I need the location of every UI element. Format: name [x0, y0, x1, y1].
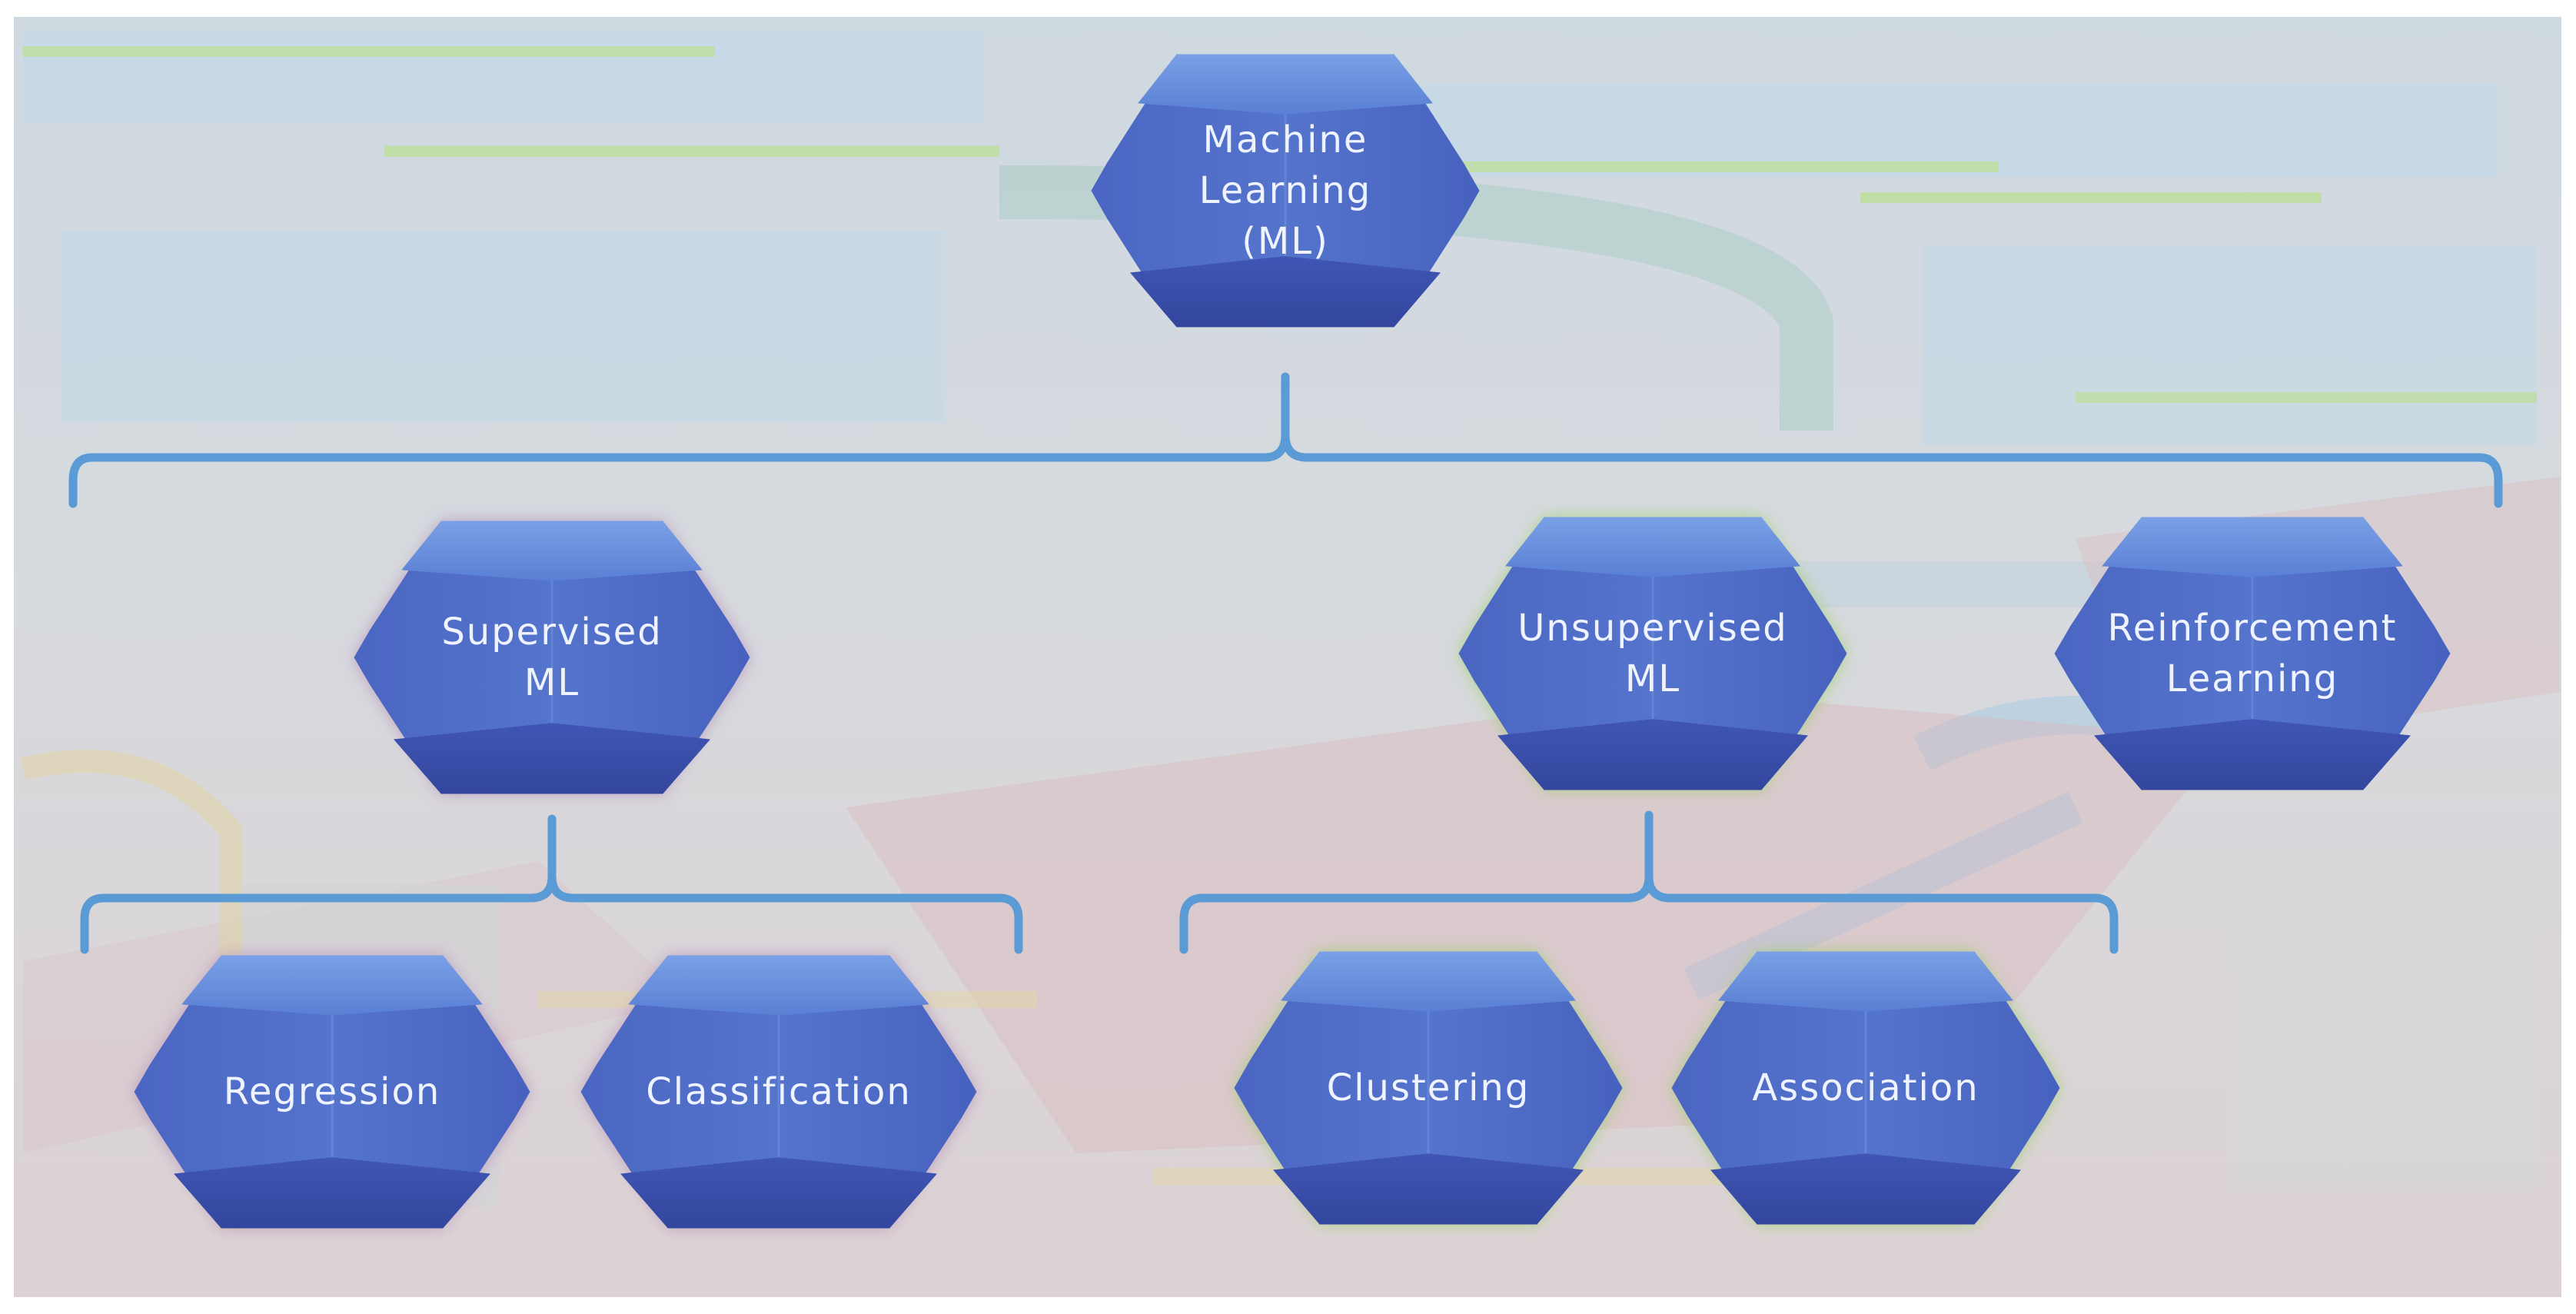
node-regression: Regression: [134, 955, 530, 1229]
gem-bottom-facet: [620, 1157, 937, 1229]
node-label-association: Association: [1752, 1066, 1979, 1109]
gem-top-facet: [181, 955, 483, 1016]
gem-bottom-facet: [2094, 719, 2411, 790]
node-label-supervised: Supervised: [441, 610, 662, 654]
node-label-reinforcement: Learning: [2166, 657, 2338, 700]
node-label-reinforcement: Reinforcement: [2108, 607, 2398, 650]
node-association: Association: [1671, 951, 2060, 1225]
node-label-unsupervised: ML: [1625, 657, 1680, 700]
node-classification: Classification: [580, 955, 977, 1229]
gem-bottom-facet: [1273, 1153, 1584, 1225]
gem-top-facet: [1718, 951, 2013, 1012]
node-label-unsupervised: Unsupervised: [1517, 607, 1787, 650]
gem-top-facet: [628, 955, 929, 1016]
gem-top-facet: [1505, 517, 1800, 577]
gem-bottom-facet: [1497, 719, 1808, 790]
node-label-root: Learning: [1199, 169, 1371, 212]
gem-top-facet: [1138, 54, 1433, 115]
gem-bottom-facet: [394, 723, 710, 794]
node-label-regression: Regression: [224, 1070, 441, 1113]
node-label-supervised: ML: [524, 661, 580, 704]
nodes-layer: MachineLearning(ML)SupervisedMLUnsupervi…: [134, 54, 2451, 1229]
node-label-classification: Classification: [646, 1070, 912, 1113]
node-label-clustering: Clustering: [1327, 1066, 1531, 1109]
gem-bottom-facet: [174, 1157, 490, 1229]
gem-top-facet: [2102, 517, 2403, 577]
node-label-root: Machine: [1203, 118, 1368, 161]
gem-bottom-facet: [1710, 1153, 2021, 1225]
node-label-root: (ML): [1241, 220, 1329, 263]
node-clustering: Clustering: [1234, 951, 1623, 1225]
bracket-supervised: [80, 814, 1023, 954]
bracket-root: [68, 372, 2503, 508]
gem-bottom-facet: [1130, 256, 1441, 328]
gem-top-facet: [1281, 951, 1576, 1012]
gem-top-facet: [401, 521, 703, 581]
bracket-unsupervised: [1179, 810, 2119, 954]
connectors: [68, 372, 2503, 954]
